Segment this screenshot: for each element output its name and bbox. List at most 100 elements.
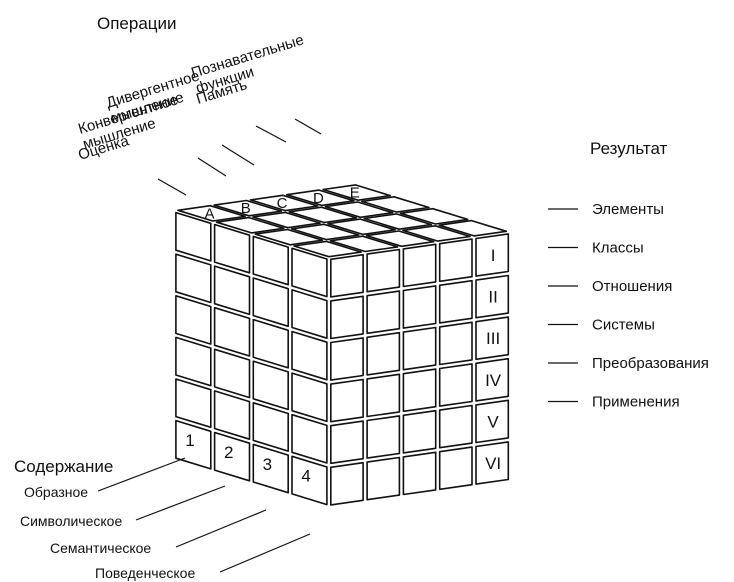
cube-cell-side [438,363,473,407]
cube-cell-side [402,368,437,413]
cube-cell-front [252,318,290,369]
cube-cell-top [402,225,471,242]
cube-cell-side [329,420,364,465]
cube-cell-side [366,373,401,418]
cube-cell-front [213,348,251,399]
cube-cell-front [175,336,212,387]
content-label-1: Образное [24,484,88,500]
cube-cell-side [438,404,473,449]
cube-cell-side [329,337,364,381]
operations-title: Операции [97,14,177,33]
cube-cell-top [177,204,246,222]
cube-cell-side [438,446,473,491]
cube-cell-side [366,456,401,501]
cube-cell-top [252,211,321,229]
cube-cell-front [175,294,212,345]
cube-cell-side [475,316,510,361]
cube-cell-front [291,330,328,381]
leader-line-D [255,125,287,143]
content-leader-lines [97,457,311,573]
leader-line-B [197,157,227,177]
results-title: Результат [590,139,668,158]
cube-cell-side [366,415,401,459]
cube-cell-side [475,399,510,444]
result-label: Применения [592,394,680,411]
cube-cell-top [290,223,360,241]
cube-cell-top [327,218,396,236]
cube-cell-front [252,360,290,411]
cube-cell-top [324,201,394,219]
cube-cell-side [329,378,364,423]
operation-letter-E: E [350,185,360,202]
leader-line-C [221,144,255,166]
cube-cell-side [366,290,401,335]
cube-cell-top [288,206,358,224]
result-numeral-VI: VI [485,454,501,473]
cube-cell-side [329,461,364,506]
cube-cell-side [329,295,364,340]
result-numeral-III: III [486,329,500,348]
cube-cell-top [254,228,324,246]
cube-cell-side [366,248,401,293]
cube-cell-side [438,279,473,324]
cube-cell-top [213,199,283,217]
result-label: Системы [592,317,655,334]
operation-letter-A: A [204,205,214,222]
cube-cell-front [175,378,212,429]
cube-cell-top [363,213,433,230]
cube-cell-side [475,357,510,402]
cube-cell-side [475,274,510,319]
cube-cell-top [399,207,469,225]
cube-cell-front [252,443,290,494]
cube-cell-side [438,238,473,283]
cube-cell-front [213,223,251,274]
cube-cell-top [215,216,285,234]
content-number-4: 4 [301,467,310,486]
cube-cell-side [402,326,437,371]
cube-cell-top [329,235,399,253]
result-numeral-IV: IV [485,371,502,390]
cube-cell-side [438,321,473,366]
cube-cell-front [252,277,290,328]
operation-letter-D: D [313,190,324,207]
results-labels: ЭлементыКлассыОтношенияСистемыПреобразов… [548,201,709,411]
result-numeral-II: II [488,288,497,307]
cube-cell-front [175,211,212,262]
cube-cell-front [213,431,251,482]
cube-cell-top [438,219,508,237]
cube-cell-front [291,289,328,340]
cube-cell-side [402,451,437,496]
leader-line-E [294,118,322,135]
cube-cell-side [402,285,437,329]
operation-leader-lines [157,118,322,196]
cube-cell-front [291,455,328,506]
content-label-3: Семантическое [50,540,151,556]
cube-cell-side [402,409,437,454]
cube-cell-front [175,253,212,304]
content-leader-1 [97,457,186,492]
cube-cell-side [366,331,401,376]
operation-label-E: Познавательные функции [189,30,314,97]
cube-cell-side [402,243,437,288]
cube-cell-top [365,230,435,248]
result-label: Преобразования [592,355,709,372]
content-number-3: 3 [263,455,272,474]
result-label: Классы [592,240,644,257]
content-leader-2 [135,485,226,521]
content-title: Содержание [14,457,113,476]
cube-cell-front [175,419,212,470]
content-label-2: Символическое [20,513,122,529]
cube-cell-top [285,189,355,207]
content-leader-4 [219,533,311,573]
cube-cell-front [252,235,290,286]
cube-cell-front [213,265,251,316]
cube-cell-front [291,372,328,423]
leader-line-A [157,178,187,196]
content-label-4: Поведенческое [95,565,195,581]
operation-letter-C: C [277,195,288,212]
result-numeral-V: V [487,412,499,431]
result-label: Отношения [592,278,672,295]
cube-cell-front [213,390,251,441]
cube-cell-front [291,413,328,464]
